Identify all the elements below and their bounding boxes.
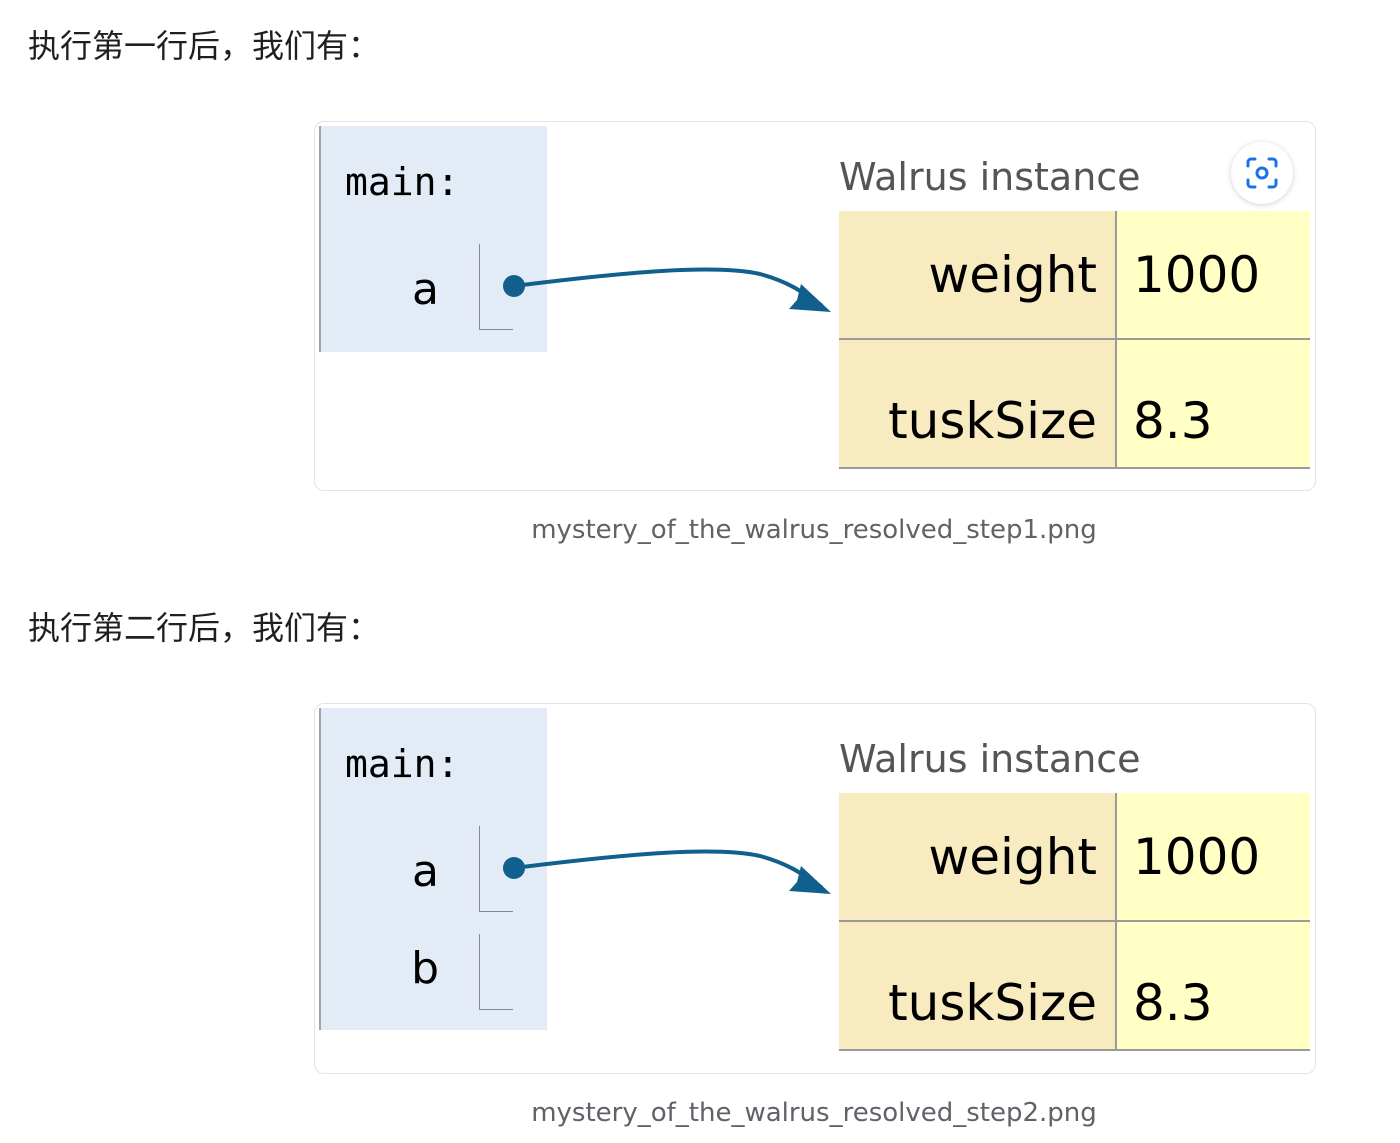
step1-intro-text: 执行第一行后，我们有： bbox=[28, 27, 381, 65]
field-key: tuskSize bbox=[839, 340, 1117, 469]
variable-b-name: b bbox=[411, 943, 439, 994]
field-key: weight bbox=[839, 793, 1117, 922]
walrus-instance-table: weight 1000 tuskSize 8.3 bbox=[839, 793, 1310, 1051]
field-value: 8.3 bbox=[1117, 340, 1310, 469]
step2-intro-text: 执行第二行后，我们有： bbox=[28, 609, 381, 647]
field-row-weight: weight 1000 bbox=[839, 793, 1310, 922]
variable-a-name: a bbox=[412, 846, 439, 897]
field-row-tusksize: tuskSize 8.3 bbox=[839, 922, 1310, 1051]
walrus-instance-table: weight 1000 tuskSize 8.3 bbox=[839, 211, 1310, 469]
variable-b-slot bbox=[479, 934, 513, 1010]
main-frame: main: a bbox=[319, 126, 547, 352]
step1-caption: mystery_of_the_walrus_resolved_step1.png bbox=[531, 515, 1097, 545]
step2-diagram[interactable]: main: a b Walrus instance weight 1000 tu… bbox=[314, 703, 1316, 1074]
field-key: weight bbox=[839, 211, 1117, 340]
variable-a-slot bbox=[479, 244, 513, 330]
variable-a-slot bbox=[479, 826, 513, 912]
field-value: 1000 bbox=[1117, 211, 1310, 340]
arrow-line bbox=[512, 849, 823, 889]
step2-caption: mystery_of_the_walrus_resolved_step2.png bbox=[531, 1098, 1097, 1128]
arrow-head bbox=[789, 866, 831, 894]
field-key: tuskSize bbox=[839, 922, 1117, 1051]
instance-label: Walrus instance bbox=[839, 155, 1141, 199]
frame-title: main: bbox=[345, 160, 460, 204]
main-frame: main: a b bbox=[319, 708, 547, 1030]
field-value: 1000 bbox=[1117, 793, 1310, 922]
field-row-weight: weight 1000 bbox=[839, 211, 1310, 340]
zoom-button[interactable] bbox=[1231, 142, 1293, 204]
frame-title: main: bbox=[345, 742, 460, 786]
field-value: 8.3 bbox=[1117, 922, 1310, 1051]
arrow-line bbox=[512, 267, 823, 307]
variable-a-name: a bbox=[412, 264, 439, 315]
scan-zoom-icon bbox=[1246, 157, 1278, 189]
step1-diagram[interactable]: main: a Walrus instance weight 1000 tusk… bbox=[314, 121, 1316, 491]
field-row-tusksize: tuskSize 8.3 bbox=[839, 340, 1310, 469]
arrow-head bbox=[789, 284, 831, 312]
instance-label: Walrus instance bbox=[839, 737, 1141, 781]
